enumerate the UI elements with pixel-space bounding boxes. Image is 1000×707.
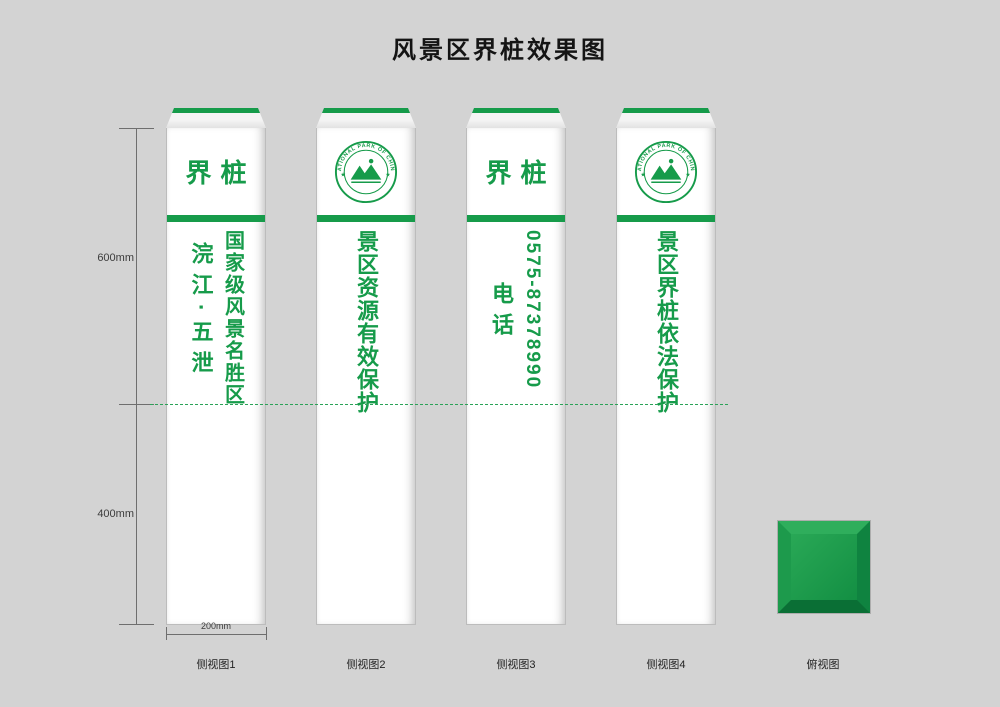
post-cap (316, 108, 416, 128)
logo-mountains-icon (650, 158, 682, 183)
green-divider-band (617, 215, 715, 222)
post-text-phone-label: 电话 (489, 282, 514, 344)
post-body: NATIONAL PARK OF CHINA ★ ★ 景区界桩依法保护 (616, 128, 716, 625)
post-header: 界桩 (167, 128, 265, 215)
post-main-area: 景区界桩依法保护 (617, 222, 715, 623)
caption-side-view-2: 侧视图2 (346, 659, 386, 671)
post-body: 界桩 浣江·五泄 国家级风景名胜区 (166, 128, 266, 625)
post-header-text: 界桩 (185, 158, 256, 188)
green-divider-band (467, 215, 565, 222)
post-side-view-3: 界桩 电话 0575-87378990 (466, 108, 566, 625)
vertical-text-columns: 浣江·五泄 国家级风景名胜区 (188, 230, 244, 623)
logo-star-right: ★ (685, 171, 690, 178)
post-header-text: 界桩 (485, 158, 556, 188)
dimension-tick-bottom (119, 624, 154, 625)
caption-side-view-3: 侧视图3 (496, 659, 536, 671)
green-divider-band (167, 215, 265, 222)
width-dimension-tick-right (266, 627, 267, 640)
post-text-site-name: 浣江·五泄 (188, 242, 214, 383)
dimension-line-vertical (136, 128, 137, 625)
page-title: 风景区界桩效果图 (392, 38, 608, 64)
post-cap (616, 108, 716, 128)
logo-star-right: ★ (385, 171, 390, 178)
post-main-area: 浣江·五泄 国家级风景名胜区 (167, 222, 265, 623)
post-text-designation: 国家级风景名胜区 (221, 230, 244, 406)
post-header: 界桩 (467, 128, 565, 215)
post-main-area: 电话 0575-87378990 (467, 222, 565, 623)
dimension-tick-top (119, 128, 154, 129)
logo-star-left: ★ (340, 171, 345, 178)
logo-mountains-icon (350, 158, 382, 183)
caption-side-view-1: 侧视图1 (196, 659, 236, 671)
post-cap (466, 108, 566, 128)
national-park-logo: NATIONAL PARK OF CHINA ★ ★ (334, 140, 398, 203)
top-view-square (778, 521, 870, 613)
national-park-logo: NATIONAL PARK OF CHINA ★ ★ (634, 140, 698, 203)
post-text-slogan: 景区资源有效保护 (354, 230, 379, 414)
dimension-tick-ground (119, 404, 154, 405)
post-main-area: 景区资源有效保护 (317, 222, 415, 623)
post-text-slogan: 景区界桩依法保护 (654, 230, 679, 414)
width-dimension-tick-left (166, 627, 167, 640)
ground-level-dotted-line (150, 404, 728, 405)
post-header: NATIONAL PARK OF CHINA ★ ★ (317, 128, 415, 215)
dimension-label-upper: 600mm (97, 252, 134, 264)
caption-top-view: 俯视图 (806, 659, 840, 671)
green-divider-band (317, 215, 415, 222)
logo-star-left: ★ (640, 171, 645, 178)
post-side-view-2: NATIONAL PARK OF CHINA ★ ★ 景区资源有效保护 (316, 108, 416, 625)
post-body: NATIONAL PARK OF CHINA ★ ★ 景区资源有效保护 (316, 128, 416, 625)
vertical-text-columns: 电话 0575-87378990 (489, 230, 543, 623)
post-cap (166, 108, 266, 128)
caption-side-view-4: 侧视图4 (646, 659, 686, 671)
width-dimension-line (166, 634, 266, 635)
width-dimension-label: 200mm (200, 621, 231, 631)
post-side-view-4: NATIONAL PARK OF CHINA ★ ★ 景区界桩依法保护 (616, 108, 716, 625)
dimension-label-lower: 400mm (97, 508, 134, 520)
post-text-phone-number: 0575-87378990 (522, 230, 543, 390)
post-side-view-1: 界桩 浣江·五泄 国家级风景名胜区 (166, 108, 266, 625)
post-body: 界桩 电话 0575-87378990 (466, 128, 566, 625)
post-header: NATIONAL PARK OF CHINA ★ ★ (617, 128, 715, 215)
